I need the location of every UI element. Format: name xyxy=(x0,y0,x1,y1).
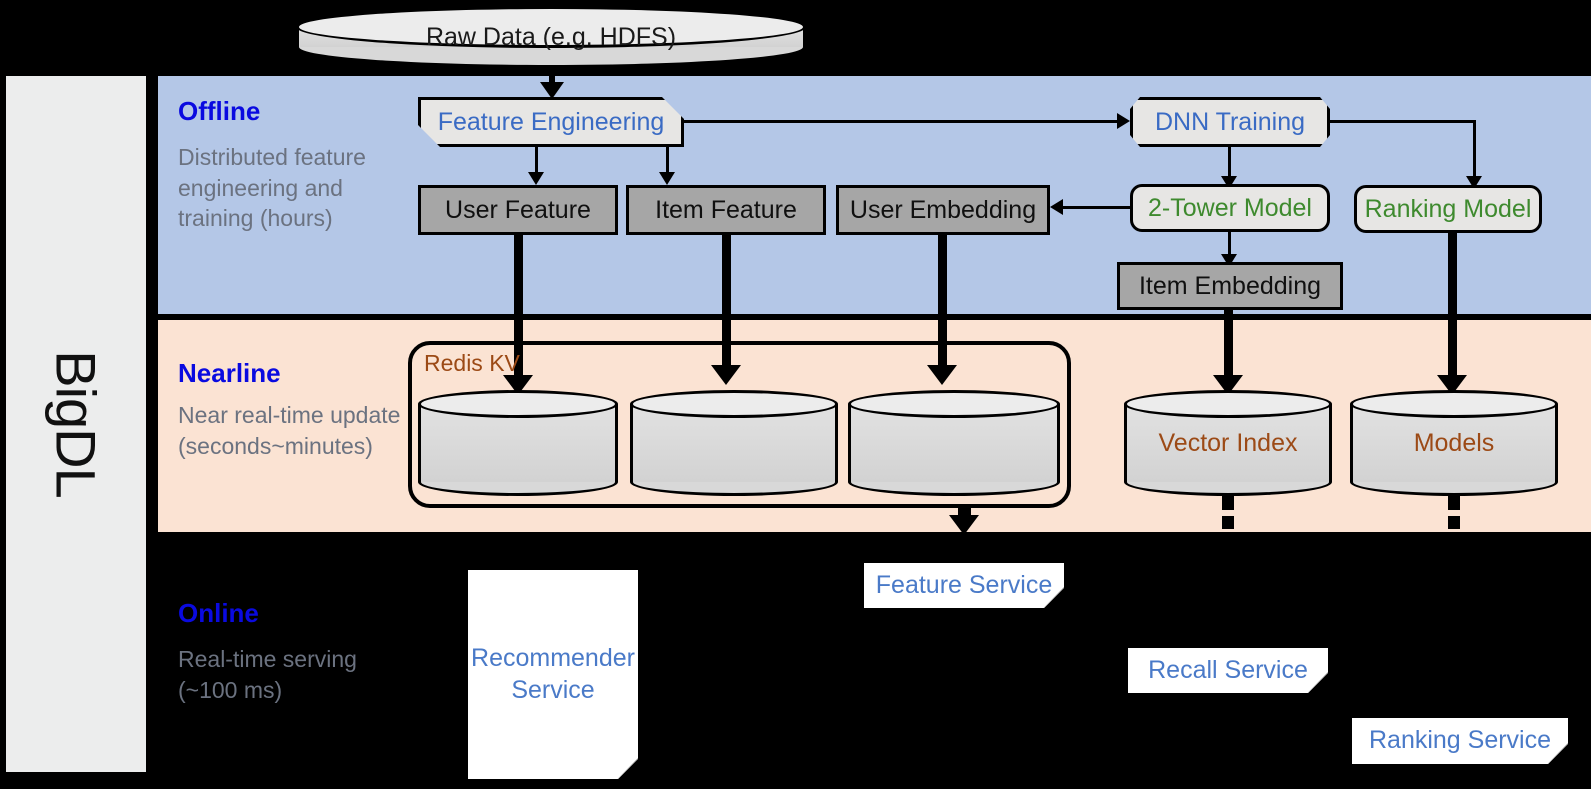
cylinder-top xyxy=(1350,390,1558,418)
vector-index-label: Vector Index xyxy=(1158,428,1298,457)
pipe-itemembedding-vectorindex xyxy=(1224,310,1233,385)
redis-kv-label: Redis KV xyxy=(424,350,520,376)
bigdl-sidebar: BigDL xyxy=(6,76,146,772)
models-store[interactable]: Models xyxy=(1350,390,1558,496)
two-tower-model-label: 2-Tower Model xyxy=(1148,193,1312,222)
recall-service-node[interactable]: Recall Service xyxy=(1128,648,1328,693)
recommender-service-node[interactable]: Recommender Service xyxy=(468,570,638,779)
ranking-service-label: Ranking Service xyxy=(1368,726,1552,755)
redis-store-user-embedding[interactable] xyxy=(848,390,1060,496)
recall-service-label: Recall Service xyxy=(1148,655,1308,684)
ranking-model-label: Ranking Model xyxy=(1364,194,1532,223)
connector-fe-dnn xyxy=(684,120,1117,123)
item-feature-node[interactable]: Item Feature xyxy=(626,185,826,235)
pipe-rankingmodel-models xyxy=(1448,233,1457,385)
arrowhead-userembedding-store xyxy=(927,365,957,385)
connector-fe-itemfeature xyxy=(666,147,669,175)
arrowhead-fe-userfeature xyxy=(528,172,544,185)
feature-engineering-label: Feature Engineering xyxy=(437,107,665,136)
connector-dnn-twotower xyxy=(1228,147,1231,179)
cylinder-top xyxy=(418,390,618,418)
two-tower-model-node[interactable]: 2-Tower Model xyxy=(1130,184,1330,232)
redis-store-label-3 xyxy=(848,390,1060,496)
models-label: Models xyxy=(1413,428,1495,457)
connector-fe-userfeature xyxy=(535,147,538,175)
raw-data-store[interactable]: Raw Data (e.g. HDFS) xyxy=(296,6,806,68)
stage-title-offline: Offline xyxy=(178,96,261,126)
stage-desc-online: Real-time serving (~100 ms) xyxy=(178,646,357,703)
cylinder-top xyxy=(296,6,806,48)
pipe-vectorindex-recall-a xyxy=(1222,496,1234,510)
arrowhead-fe-itemfeature xyxy=(659,172,675,185)
user-feature-label: User Feature xyxy=(445,195,591,224)
cylinder-top xyxy=(848,390,1060,418)
dnn-training-label: DNN Training xyxy=(1154,107,1306,136)
feature-service-label: Feature Service xyxy=(875,570,1053,599)
item-embedding-label: Item Embedding xyxy=(1138,271,1322,300)
redis-store-item-feature[interactable] xyxy=(630,390,838,496)
item-embedding-node[interactable]: Item Embedding xyxy=(1117,262,1343,310)
user-feature-node[interactable]: User Feature xyxy=(418,185,618,235)
redis-kv-container[interactable] xyxy=(408,341,1071,508)
stage-title-nearline: Nearline xyxy=(178,358,281,388)
pipe-itemfeature-store xyxy=(722,235,731,375)
pipe-userfeature-store xyxy=(514,235,523,385)
pipe-vectorindex-recall-b xyxy=(1222,516,1234,529)
pipe-models-ranking-a xyxy=(1448,496,1460,510)
redis-store-label-2 xyxy=(630,390,838,496)
redis-store-user-feature[interactable] xyxy=(418,390,618,496)
feature-engineering-node[interactable]: Feature Engineering xyxy=(418,97,684,147)
pipe-models-ranking-b xyxy=(1448,516,1460,529)
stage-title-online: Online xyxy=(178,598,259,628)
ranking-model-node[interactable]: Ranking Model xyxy=(1354,185,1542,233)
feature-service-node[interactable]: Feature Service xyxy=(864,563,1064,608)
recommender-service-label: Recommender Service xyxy=(471,644,635,704)
user-embedding-label: User Embedding xyxy=(849,195,1037,224)
arrowhead-fe-dnn xyxy=(1117,113,1130,129)
stage-desc-offline: Distributed feature engineering and trai… xyxy=(178,144,366,232)
redis-store-label-1 xyxy=(418,390,618,496)
connector-twotower-userembedding xyxy=(1062,206,1132,209)
cylinder-top xyxy=(630,390,838,418)
user-embedding-node[interactable]: User Embedding xyxy=(836,185,1050,235)
dnn-training-node[interactable]: DNN Training xyxy=(1130,97,1330,147)
arrowhead-twotower-userembedding xyxy=(1050,199,1063,215)
connector-twotower-itemembedding xyxy=(1228,232,1231,259)
pipe-userembedding-store xyxy=(938,235,947,375)
bigdl-label: BigDL xyxy=(44,350,108,498)
connector-dnn-ranking-h xyxy=(1330,120,1476,123)
connector-dnn-ranking-v xyxy=(1473,120,1476,179)
connector-rawdata-fe xyxy=(549,66,555,86)
ranking-service-node[interactable]: Ranking Service xyxy=(1352,718,1568,764)
arrowhead-rawdata-fe xyxy=(540,82,564,99)
stage-desc-nearline: Near real-time update (seconds~minutes) xyxy=(178,402,401,459)
pipe-redis-featureservice xyxy=(958,508,971,519)
arrowhead-itemfeature-store xyxy=(711,365,741,385)
vector-index-store[interactable]: Vector Index xyxy=(1124,390,1332,496)
item-feature-label: Item Feature xyxy=(655,195,797,224)
arrowhead-redis-featureservice xyxy=(949,515,979,535)
cylinder-top xyxy=(1124,390,1332,418)
raw-data-label: Raw Data (e.g. HDFS) xyxy=(425,22,677,51)
